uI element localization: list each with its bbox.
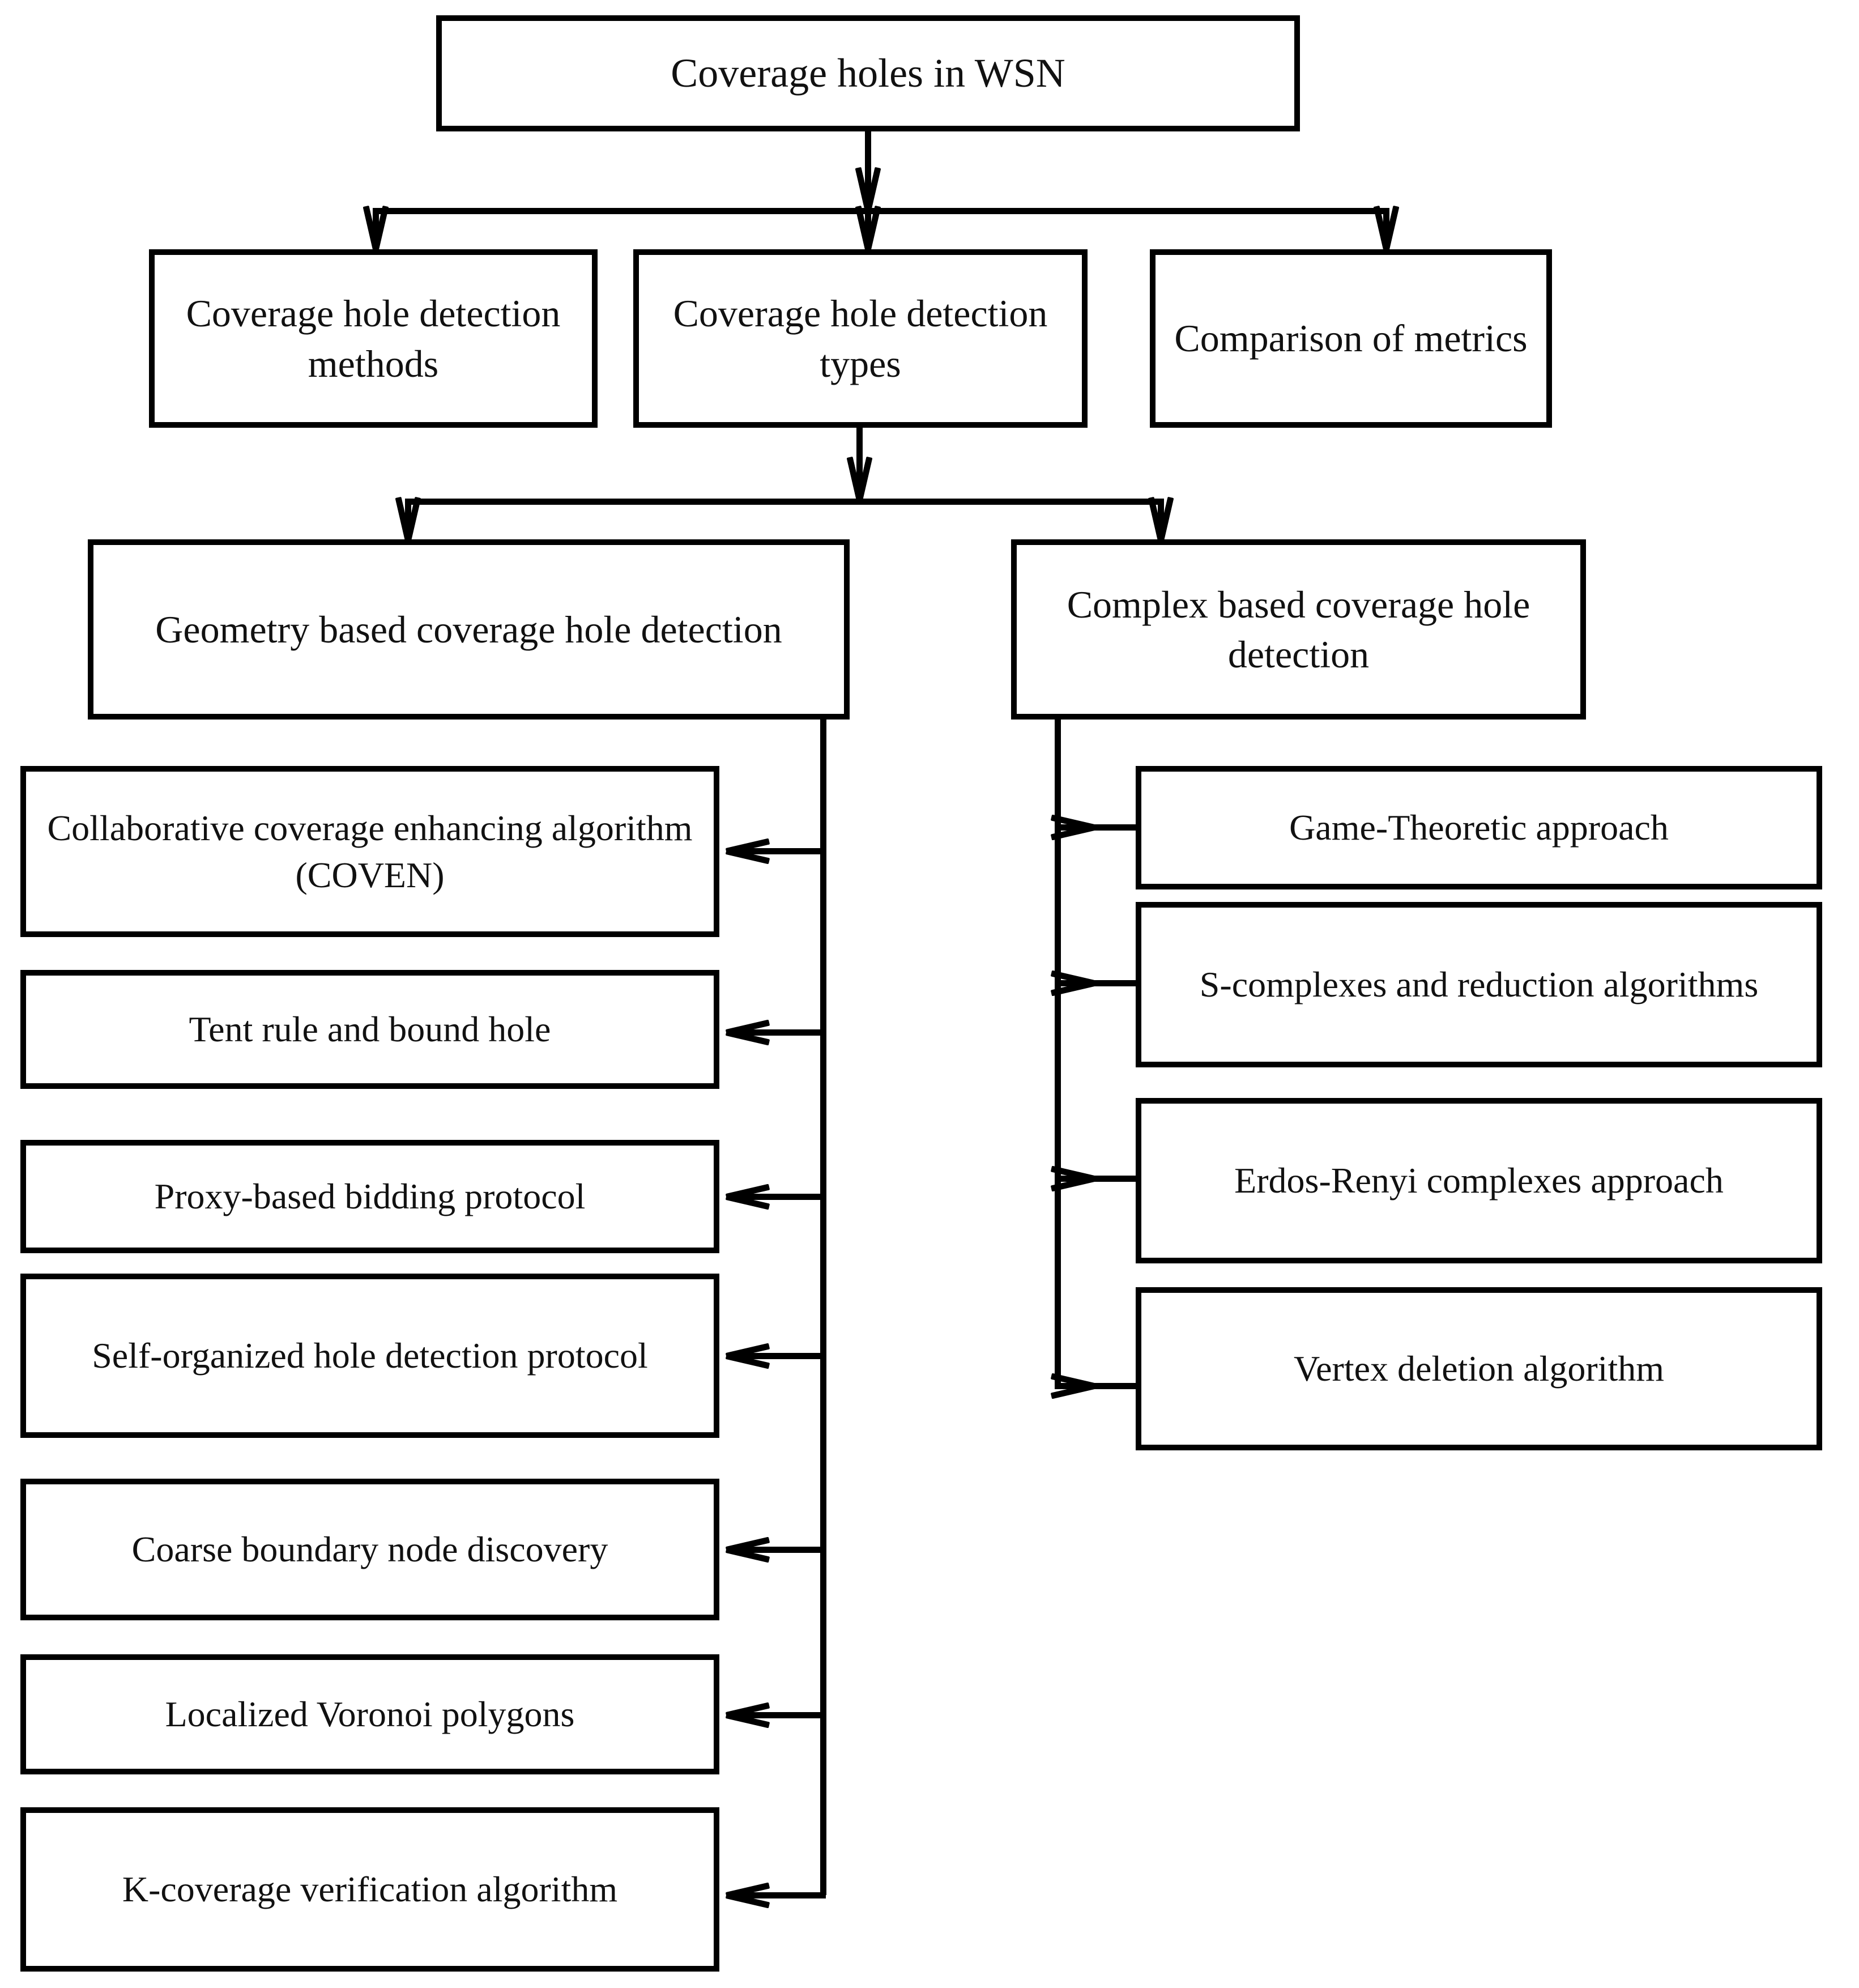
node-coverage-hole-detection-methods[interactable]: Coverage hole detection methods: [149, 249, 598, 428]
connector-stub-l2: [731, 1194, 826, 1200]
node-collaborative-coverage-enhancing-algorithm-coven[interactable]: Collaborative coverage enhancing algorit…: [20, 766, 719, 937]
connector-stub-l5: [731, 1712, 826, 1718]
connector-root-trunk: [865, 131, 871, 208]
connector-drop-complex: [1158, 499, 1164, 541]
connector-drop-metrics: [1383, 208, 1389, 250]
node-coverage-hole-detection-types[interactable]: Coverage hole detection types: [633, 249, 1088, 428]
connector-stub-r1: [1055, 980, 1139, 986]
node-label: Geometry based coverage hole detection: [155, 607, 782, 651]
connector-level3-bus: [405, 499, 1164, 505]
node-label: Self-organized hole detection protocol: [92, 1335, 648, 1376]
node-vertex-deletion-algorithm[interactable]: Vertex deletion algorithm: [1136, 1287, 1822, 1450]
node-self-organized-hole-detection-protocol[interactable]: Self-organized hole detection protocol: [20, 1274, 719, 1438]
node-s-complexes-and-reduction-algorithms[interactable]: S-complexes and reduction algorithms: [1136, 902, 1822, 1067]
connector-complex-spine: [1055, 715, 1061, 1389]
node-label: Tent rule and bound hole: [189, 1009, 551, 1050]
connector-stub-l6: [731, 1892, 826, 1898]
connector-stub-l3: [731, 1353, 826, 1359]
connector-drop-types: [865, 208, 871, 250]
connector-level2-bus: [373, 208, 1389, 214]
node-label: Vertex deletion algorithm: [1293, 1348, 1665, 1389]
node-label: K-coverage verification algorithm: [122, 1869, 618, 1910]
node-localized-voronoi-polygons[interactable]: Localized Voronoi polygons: [20, 1654, 719, 1774]
node-label: Erdos-Renyi complexes approach: [1234, 1160, 1724, 1201]
connector-stub-l0: [731, 848, 826, 854]
node-comparison-of-metrics[interactable]: Comparison of metrics: [1150, 249, 1552, 428]
connector-stub-r2: [1055, 1176, 1139, 1182]
connector-types-trunk: [856, 428, 863, 499]
node-tent-rule-and-bound-hole[interactable]: Tent rule and bound hole: [20, 970, 719, 1089]
node-coverage-holes-in-wsn[interactable]: Coverage holes in WSN: [436, 15, 1300, 131]
node-label: Proxy-based bidding protocol: [154, 1176, 586, 1217]
node-label: S-complexes and reduction algorithms: [1199, 964, 1759, 1005]
connector-drop-methods: [373, 208, 379, 250]
node-label: Coverage hole detection types: [673, 292, 1048, 385]
connector-drop-geometry: [405, 499, 411, 541]
node-complex-based-coverage-hole-detection[interactable]: Complex based coverage hole detection: [1011, 539, 1586, 720]
node-label: Coverage hole detection methods: [186, 292, 561, 385]
connector-stub-r0: [1055, 824, 1139, 831]
connector-stub-r3: [1055, 1383, 1139, 1389]
node-label: Game-Theoretic approach: [1289, 807, 1669, 848]
connector-geometry-spine: [820, 715, 826, 1895]
node-k-coverage-verification-algorithm[interactable]: K-coverage verification algorithm: [20, 1807, 719, 1972]
node-label: Collaborative coverage enhancing algorit…: [47, 807, 693, 895]
node-label: Coverage holes in WSN: [671, 50, 1065, 96]
connector-stub-l4: [731, 1547, 826, 1553]
node-label: Complex based coverage hole detection: [1067, 582, 1530, 676]
connector-stub-l1: [731, 1029, 826, 1036]
node-label: Coarse boundary node discovery: [131, 1529, 608, 1570]
node-geometry-based-coverage-hole-detection[interactable]: Geometry based coverage hole detection: [88, 539, 850, 720]
node-label: Localized Voronoi polygons: [165, 1694, 575, 1735]
node-proxy-based-bidding-protocol[interactable]: Proxy-based bidding protocol: [20, 1140, 719, 1253]
node-game-theoretic-approach[interactable]: Game-Theoretic approach: [1136, 766, 1822, 889]
node-label: Comparison of metrics: [1174, 317, 1528, 360]
node-erdos-renyi-complexes-approach[interactable]: Erdos-Renyi complexes approach: [1136, 1098, 1822, 1263]
node-coarse-boundary-node-discovery[interactable]: Coarse boundary node discovery: [20, 1479, 719, 1620]
